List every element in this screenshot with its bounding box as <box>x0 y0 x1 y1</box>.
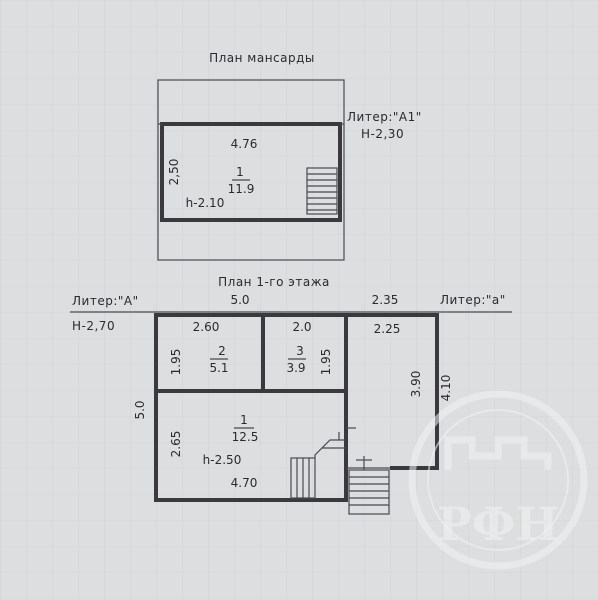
ground-dim-annex-width: 2.35 <box>372 293 399 307</box>
ground-main-walls <box>154 313 348 502</box>
room2-area: 5.1 <box>209 361 228 375</box>
annex-dim-depth: 3.90 <box>409 371 423 398</box>
room1-area: 12.5 <box>232 430 259 444</box>
ground-dim-total-depth: 5.0 <box>133 400 147 419</box>
attic-plan-title: План мансарды <box>209 51 315 65</box>
watermark-letters: РФН <box>437 497 559 551</box>
ground-dim-total-width: 5.0 <box>230 293 249 307</box>
room1-dim-width: 4.70 <box>231 476 258 490</box>
attic-outline <box>157 79 345 261</box>
room2-dim-depth: 1.95 <box>169 349 183 376</box>
attic-room-area: 11.9 <box>228 182 255 196</box>
room3-area: 3.9 <box>286 361 305 375</box>
annex-dim-depth-outer: 4.10 <box>439 375 453 402</box>
attic-room-height: h-2.10 <box>186 196 225 210</box>
attic-height-label: Н-2,30 <box>361 127 404 141</box>
attic-staircase <box>306 167 338 215</box>
room2-dim-width: 2.60 <box>193 320 220 334</box>
ground-litera-annex: Литер:"а" <box>440 293 506 307</box>
annex-dim-width: 2.25 <box>374 322 401 336</box>
ground-litera-main: Литер:"А" <box>72 294 139 308</box>
watermark-logo: РФН <box>408 390 588 570</box>
room3-number: 3 <box>296 344 304 358</box>
room2-number: 2 <box>218 344 226 358</box>
room1-number: 1 <box>240 413 248 427</box>
attic-dim-height: 2,50 <box>167 159 181 186</box>
room1-height: h-2.50 <box>203 453 242 467</box>
room3-dim-depth: 1.95 <box>319 349 333 376</box>
room1-dim-depth: 2.65 <box>169 431 183 458</box>
room3-dim-width: 2.0 <box>292 320 311 334</box>
ground-plan-title: План 1-го этажа <box>218 275 330 289</box>
attic-dim-width: 4.76 <box>231 137 258 151</box>
ground-height-label: Н-2,70 <box>72 319 115 333</box>
attic-litera-label: Литер:"А1" <box>347 110 422 124</box>
attic-room-number: 1 <box>236 165 244 179</box>
ground-staircase <box>290 427 356 499</box>
entrance-steps <box>348 456 390 515</box>
